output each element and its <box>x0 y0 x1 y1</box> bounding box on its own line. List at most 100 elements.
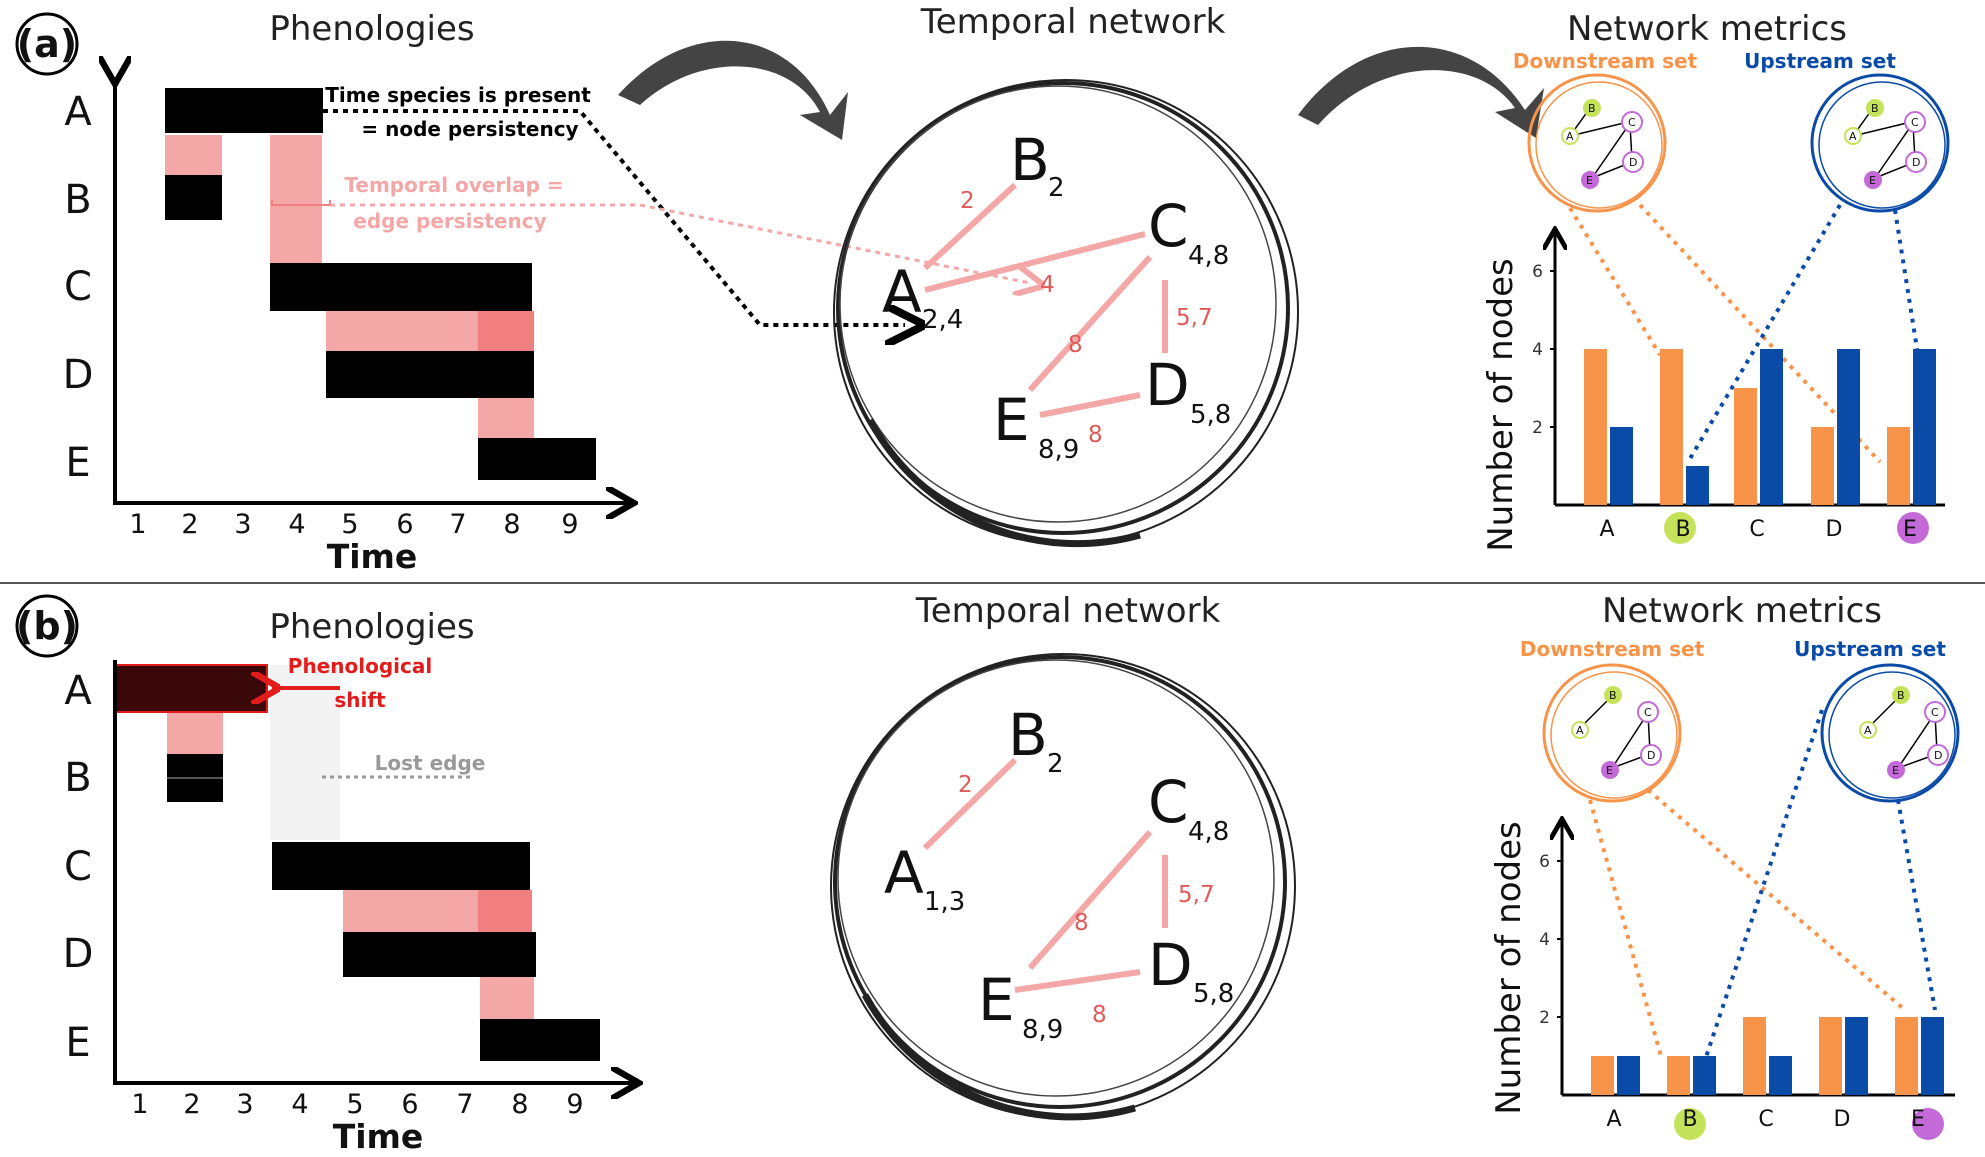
mini-node <box>1583 99 1601 117</box>
edge-weight: 8 <box>1074 910 1089 936</box>
downstream-set-label: Downstream set <box>1520 637 1705 661</box>
species-label: C <box>64 264 92 310</box>
phenology-chart: Phenologies A B C D E 1 2 3 4 5 <box>63 9 630 576</box>
upstream-bar <box>1610 427 1633 505</box>
upstream-bar <box>1845 1017 1868 1095</box>
mini-node <box>1561 127 1579 145</box>
species-label: E <box>65 440 90 486</box>
y-tick-label: 2 <box>1539 1008 1550 1028</box>
network-node: C <box>1148 192 1189 260</box>
mini-label: B <box>1609 689 1617 702</box>
presence-bar-c <box>270 263 532 311</box>
mini-label: D <box>1629 156 1637 169</box>
panel-b: (b) Phenologies A B C D E 1 2 3 4 <box>15 591 1960 1156</box>
mini-node <box>1887 761 1905 779</box>
presence-bar-e <box>478 438 596 480</box>
upstream-mini-network: A B C D E <box>1810 73 1950 213</box>
y-tick-label: 2 <box>1532 418 1543 438</box>
time-tick: 4 <box>291 1089 308 1120</box>
time-tick: 8 <box>511 1089 528 1120</box>
mini-edge <box>1874 125 1912 179</box>
mini-label: E <box>1892 764 1899 777</box>
upstream-bar <box>1837 349 1860 505</box>
highlight-e <box>1897 512 1929 544</box>
category-label: E <box>1911 1107 1925 1132</box>
network-ring <box>861 993 1136 1121</box>
category-label: C <box>1749 517 1764 542</box>
mini-node <box>1864 171 1882 189</box>
upstream-bar <box>1693 1056 1716 1095</box>
overlap-bar <box>167 712 223 754</box>
time-tick: 1 <box>131 1089 148 1120</box>
mini-label: A <box>1849 130 1857 143</box>
overlap-bar-strong <box>478 890 532 932</box>
species-label: E <box>65 1020 90 1066</box>
panel-label: (b) <box>16 604 78 648</box>
mini-label: A <box>1576 724 1584 737</box>
downstream-ring <box>1542 663 1682 803</box>
network-node: D <box>1148 931 1193 999</box>
node-subscript: 5,8 <box>1193 979 1234 1009</box>
mini-node <box>1892 686 1910 704</box>
overlap-bar <box>480 977 534 1019</box>
upstream-set-label: Upstream set <box>1794 637 1946 661</box>
network-ring <box>866 418 1141 548</box>
node-subscript: 1,3 <box>924 887 965 917</box>
network-edge <box>924 231 1146 293</box>
time-tick: 5 <box>341 509 358 540</box>
time-tick: 8 <box>503 509 520 540</box>
category-label: B <box>1682 1107 1697 1132</box>
downstream-bar <box>1743 1017 1766 1095</box>
time-tick: 4 <box>288 509 305 540</box>
upstream-bar <box>1921 1017 1944 1095</box>
species-label: D <box>63 352 94 398</box>
edge-weight: 4 <box>1040 272 1055 298</box>
mini-label: A <box>1566 130 1574 143</box>
network-node: A <box>884 839 924 907</box>
network-edge <box>922 182 1018 271</box>
mini-node <box>1844 127 1862 145</box>
presence-bar-d <box>343 932 536 977</box>
node-subscript: 8,9 <box>1038 435 1079 465</box>
mini-node <box>1866 99 1884 117</box>
time-tick: 1 <box>129 509 146 540</box>
upstream-connector <box>1703 709 1824 1061</box>
downstream-bar <box>1811 427 1834 505</box>
overlap-bar <box>326 311 478 351</box>
time-axis-title: Time <box>333 1117 424 1156</box>
mini-node <box>1571 721 1589 739</box>
overlap-bar-strong <box>478 311 534 351</box>
mini-label: B <box>1871 102 1879 115</box>
upstream-ring <box>1810 73 1950 213</box>
downstream-connector <box>1588 799 1664 1061</box>
overlap-bracket <box>271 200 331 206</box>
network-edge <box>1027 254 1153 393</box>
upstream-connector <box>1896 799 1937 1011</box>
species-label: D <box>63 931 94 977</box>
downstream-bar <box>1660 349 1683 505</box>
presence-bar-b <box>165 175 222 220</box>
mini-node <box>1905 151 1927 173</box>
mini-node <box>1622 151 1644 173</box>
mini-label: D <box>1934 749 1942 762</box>
phenology-chart: Phenologies A B C D E 1 2 3 4 5 6 <box>63 607 635 1156</box>
highlight-b <box>1664 512 1696 544</box>
time-tick: 7 <box>449 509 466 540</box>
panel-label: (a) <box>17 22 77 66</box>
mini-label: D <box>1912 156 1920 169</box>
network-node: D <box>1145 351 1190 419</box>
presence-bar-e <box>480 1019 600 1061</box>
species-label: C <box>64 844 92 890</box>
temporal-network: Temporal network 2 4 5,7 8 8 A 2,4 B 2 C… <box>833 2 1299 548</box>
downstream-mini-network: A B C D E <box>1542 663 1682 803</box>
species-label: B <box>64 755 91 801</box>
overlap-bar <box>343 890 478 932</box>
network-node: C <box>1148 768 1189 836</box>
y-tick-label: 4 <box>1532 340 1543 360</box>
presence-bar-d <box>326 351 534 398</box>
time-tick: 7 <box>456 1089 473 1120</box>
time-tick: 9 <box>561 509 578 540</box>
mini-label: C <box>1911 116 1919 129</box>
downstream-bar <box>1887 427 1910 505</box>
